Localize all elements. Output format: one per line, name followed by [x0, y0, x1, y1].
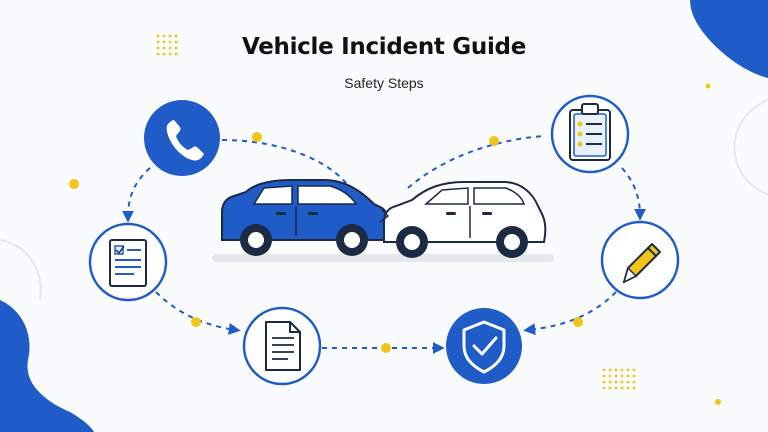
pen-icon — [622, 243, 661, 284]
decor-grid-dot — [614, 368, 618, 372]
road-shadow — [212, 254, 554, 262]
connector-yellow-dots — [191, 132, 583, 353]
decor-grid-dot — [626, 374, 630, 378]
decor-grid-dot — [602, 374, 606, 378]
step-pen-node — [600, 220, 680, 300]
decor-dot — [69, 179, 79, 189]
decor-grid-dot — [608, 386, 612, 390]
decor-ring-top-right — [733, 99, 768, 195]
decor-blob-bottom-left — [0, 300, 94, 432]
decor-dot — [705, 83, 711, 89]
decor-grid-dot — [174, 40, 178, 44]
decor-grid-dot — [602, 368, 606, 372]
blue-car — [221, 179, 392, 256]
decor-grid-dot — [632, 380, 636, 384]
connector-clipboard-to-pen — [621, 167, 646, 221]
decor-dot-grid-top — [156, 34, 178, 56]
checklist-form-icon — [109, 239, 147, 287]
impact-mark — [379, 209, 390, 223]
decor-grid-dot — [162, 34, 166, 38]
decor-grid-dot — [162, 46, 166, 50]
connector-car-to-clipboard — [407, 135, 545, 189]
decor-grid-dot — [602, 386, 606, 390]
decor-grid-dot — [608, 368, 612, 372]
decor-dot — [715, 399, 721, 405]
decor-blob-top-right — [690, 0, 768, 78]
step-protect-node — [446, 308, 522, 384]
decor-grid-dot — [608, 374, 612, 378]
shield-check-icon — [462, 320, 506, 374]
decor-grid-dot — [626, 380, 630, 384]
decor-grid-dot — [162, 40, 166, 44]
decor-grid-dot — [168, 34, 172, 38]
page-title: Vehicle Incident Guide — [241, 34, 526, 60]
page-subtitle: Safety Steps — [344, 75, 424, 91]
step-form-node — [88, 222, 168, 302]
decor-grid-dot — [156, 40, 160, 44]
decor-grid-dot — [168, 52, 172, 56]
step-clipboard-node — [550, 94, 630, 174]
decor-grid-dot — [156, 52, 160, 56]
connector-pen-to-shield — [523, 291, 617, 336]
step-document-node — [242, 306, 322, 386]
connector-checklist-to-document — [155, 291, 241, 335]
flow-connectors — [122, 135, 646, 354]
document-icon — [265, 321, 301, 371]
decor-grid-dot — [168, 46, 172, 50]
clipboard-checklist-icon — [569, 103, 611, 161]
decor-grid-dot — [614, 380, 618, 384]
decor-grid-dot — [620, 368, 624, 372]
decor-dot-grid-bottom — [602, 368, 636, 390]
decor-grid-dot — [174, 52, 178, 56]
white-car — [383, 181, 547, 258]
decor-grid-dot — [174, 46, 178, 50]
decor-grid-dot — [626, 368, 630, 372]
decor-grid-dot — [614, 386, 618, 390]
decor-grid-dot — [620, 386, 624, 390]
decor-grid-dot — [156, 34, 160, 38]
step-call-node — [144, 100, 220, 176]
decor-grid-dot — [608, 380, 612, 384]
phone-icon — [166, 120, 204, 161]
decor-grid-dot — [174, 34, 178, 38]
decor-ring-left — [0, 239, 42, 301]
decor-grid-dot — [156, 46, 160, 50]
decor-grid-dot — [632, 374, 636, 378]
decor-grid-dot — [632, 386, 636, 390]
decor-grid-dot — [632, 368, 636, 372]
decor-grid-dot — [162, 52, 166, 56]
decor-grid-dot — [602, 380, 606, 384]
connector-phone-to-checklist — [122, 167, 151, 223]
decor-grid-dot — [620, 380, 624, 384]
decor-grid-dot — [168, 40, 172, 44]
decor-grid-dot — [614, 374, 618, 378]
decor-grid-dot — [626, 386, 630, 390]
decor-grid-dot — [620, 374, 624, 378]
